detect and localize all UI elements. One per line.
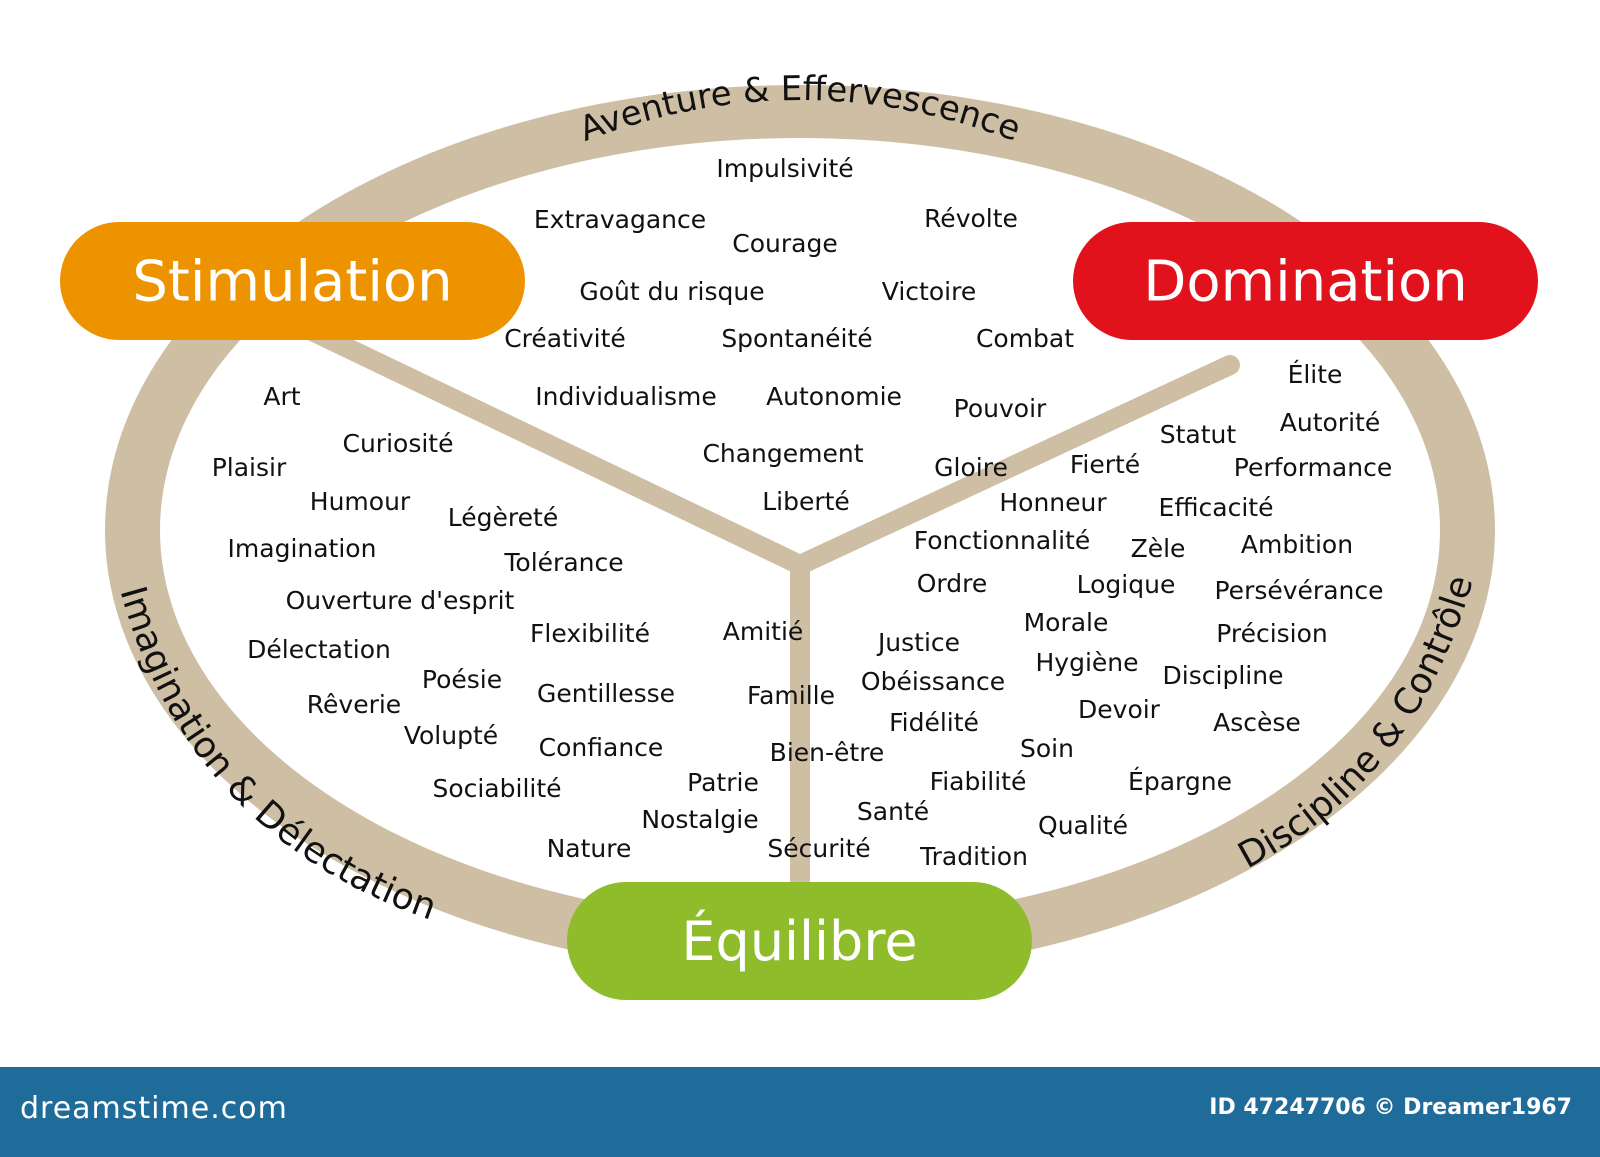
value-word-art: Art [263,382,300,411]
value-word-devoir: Devoir [1078,695,1161,724]
value-word-honneur: Honneur [999,488,1107,517]
value-word-extravagance: Extravagance [534,205,706,234]
value-word-qualite: Qualité [1038,811,1128,840]
value-word-precision: Précision [1216,619,1328,648]
equilibre-pill-shape [567,882,1032,1000]
value-word-pouvoir: Pouvoir [954,394,1047,423]
value-word-soin: Soin [1020,734,1074,763]
value-word-amitie: Amitié [723,617,804,646]
value-word-fidelite: Fidélité [889,708,979,737]
value-word-confiance: Confiance [539,733,664,762]
value-word-legerete: Légèreté [448,503,558,532]
value-word-revolte: Révolte [924,204,1018,233]
value-word-liberte: Liberté [762,487,850,516]
divider-left [300,320,810,575]
value-word-changement: Changement [702,439,863,468]
value-word-gout-du-risque: Goût du risque [579,277,764,306]
divider-right [790,355,1240,575]
value-word-courage: Courage [732,229,837,258]
stimulation-pill: Stimulation [60,222,525,340]
value-word-victoire: Victoire [882,277,976,306]
value-word-flexibilite: Flexibilité [530,619,650,648]
value-word-logique: Logique [1077,570,1176,599]
value-word-spontaneite: Spontanéité [721,324,872,353]
value-word-plaisir: Plaisir [212,453,287,482]
value-word-sociabilite: Sociabilité [432,774,561,803]
value-word-reverie: Rêverie [307,690,401,719]
value-word-sante: Santé [857,797,929,826]
value-word-autonomie: Autonomie [766,382,902,411]
equilibre-pill: Équilibre [567,882,1032,1000]
value-word-performance: Performance [1234,453,1392,482]
domination-pill-label: Domination [1143,250,1468,315]
value-word-autorite: Autorité [1280,408,1380,437]
value-word-discipline: Discipline [1163,661,1284,690]
value-word-individualisme: Individualisme [535,382,716,411]
value-word-gentillesse: Gentillesse [537,679,675,708]
value-word-epargne: Épargne [1128,767,1232,796]
equilibre-pill-label: Équilibre [681,910,917,973]
value-word-famille: Famille [747,681,835,710]
value-word-gloire: Gloire [934,453,1008,482]
value-word-creativite: Créativité [504,324,626,353]
value-word-impulsivite: Impulsivité [716,154,853,183]
values-diagram: Aventure & Effervescence Imagination & D… [60,69,1538,1000]
value-word-obeissance: Obéissance [861,667,1005,696]
value-word-delectation: Délectation [247,635,391,664]
value-word-securite: Sécurité [767,834,870,863]
value-word-elite: Élite [1288,360,1343,389]
value-word-patrie: Patrie [687,768,759,797]
value-word-nature: Nature [547,834,632,863]
value-word-ascese: Ascèse [1213,708,1301,737]
value-word-nostalgie: Nostalgie [641,805,758,834]
footer-brand[interactable]: dreamstime.com [20,1091,288,1126]
value-word-efficacite: Efficacité [1159,493,1274,522]
value-word-poesie: Poésie [422,665,502,694]
stimulation-pill-shape [60,222,525,340]
value-word-statut: Statut [1160,420,1237,449]
value-word-curiosite: Curiosité [343,429,454,458]
value-word-ouverture-d-esprit: Ouverture d'esprit [286,586,515,615]
value-word-fierte: Fierté [1070,450,1140,479]
value-word-zele: Zèle [1131,534,1186,563]
value-word-tradition: Tradition [919,842,1028,871]
domination-pill-shape [1073,222,1538,340]
value-word-morale: Morale [1024,608,1109,637]
value-word-bien-etre: Bien-être [770,738,885,767]
value-word-volupte: Volupté [404,721,498,750]
domination-pill: Domination [1073,222,1538,340]
footer-image-id: ID 47247706 © Dreamer1967 [1209,1095,1572,1120]
value-word-hygiene: Hygiène [1035,648,1138,677]
value-word-perseverance: Persévérance [1215,576,1384,605]
value-word-ordre: Ordre [917,569,988,598]
value-word-imagination: Imagination [228,534,377,563]
footer-bar: dreamstime.com ID 47247706 © Dreamer1967 [0,1067,1600,1157]
value-word-humour: Humour [310,487,411,516]
value-word-justice: Justice [876,628,960,657]
stimulation-pill-label: Stimulation [132,250,452,315]
value-word-fiabilite: Fiabilité [930,767,1027,796]
value-word-combat: Combat [976,324,1074,353]
value-word-tolerance: Tolérance [503,548,623,577]
value-word-ambition: Ambition [1241,530,1353,559]
value-word-fonctionnalite: Fonctionnalité [914,526,1091,555]
